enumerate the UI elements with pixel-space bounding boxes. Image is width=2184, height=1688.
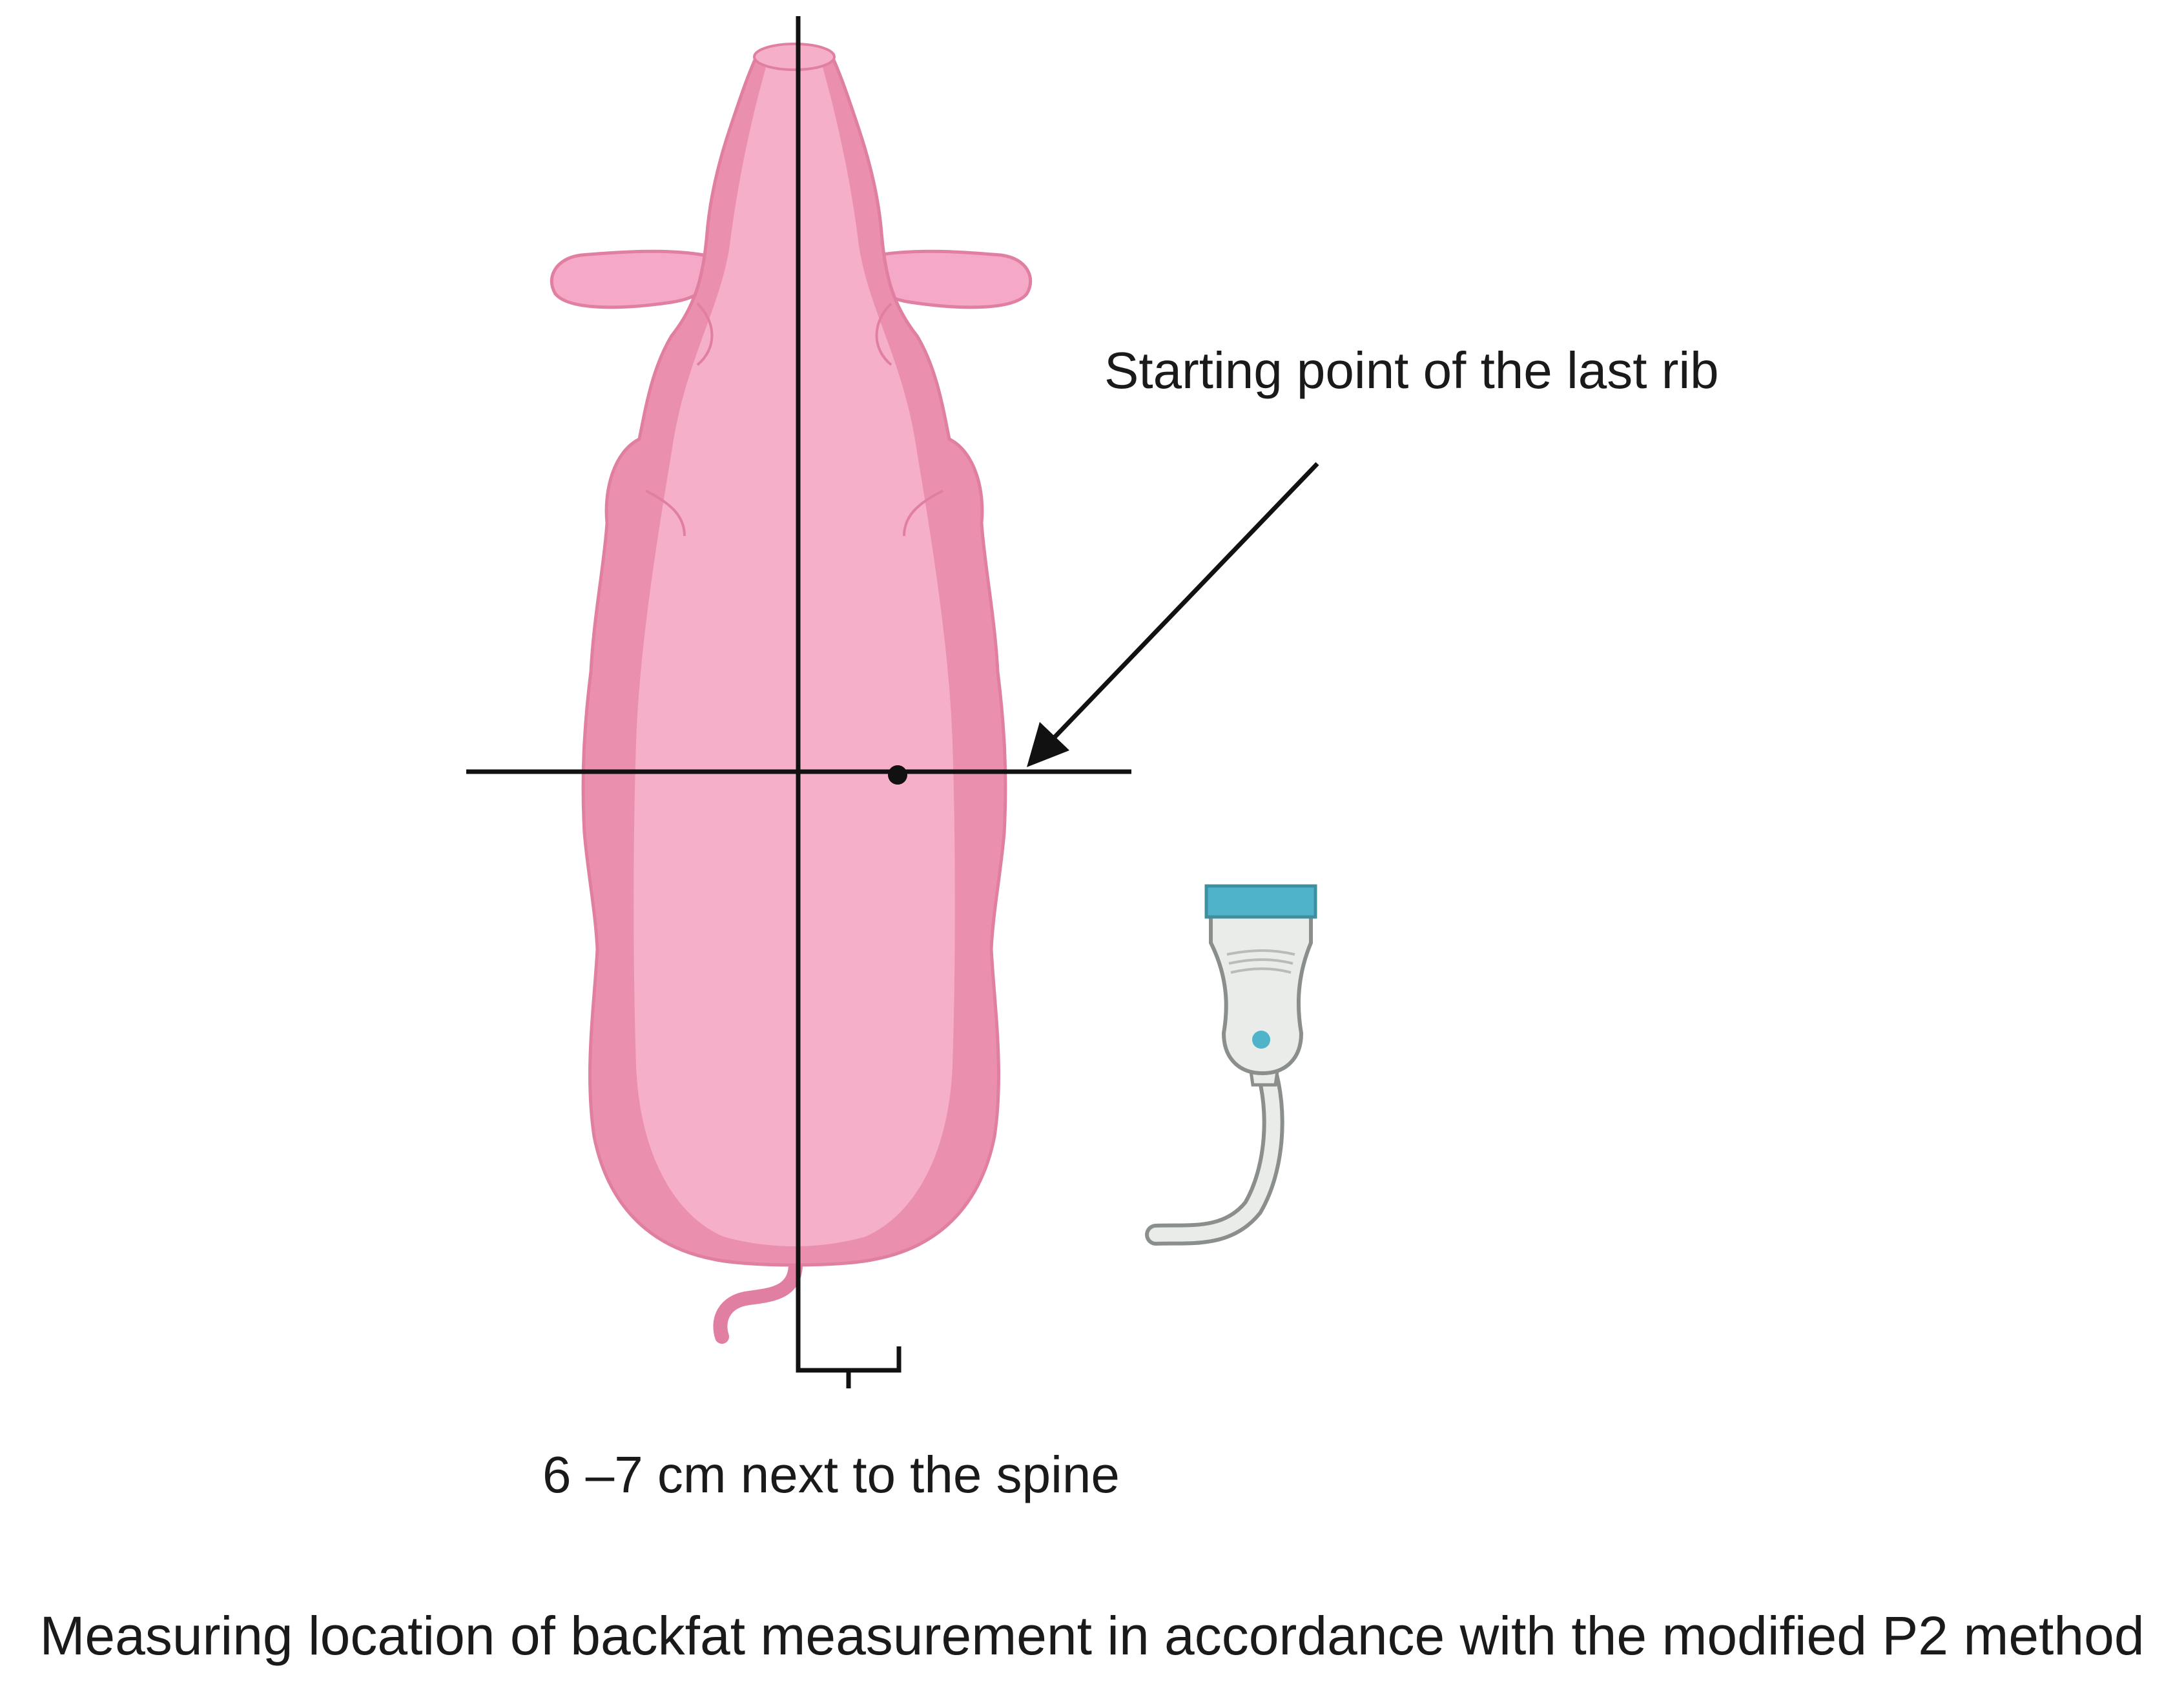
measurement-point: [888, 765, 907, 785]
ultrasound-probe-icon: [1145, 884, 1317, 1246]
figure-caption: Measuring location of backfat measuremen…: [39, 1605, 2145, 1666]
pig-top-view-icon: [550, 43, 1033, 1344]
arrow-icon: [1027, 462, 1319, 767]
last-rib-label: Starting point of the last rib: [1104, 342, 1719, 399]
distance-bracket: [796, 1346, 901, 1388]
distance-label: 6 –7 cm next to the spine: [542, 1446, 1120, 1503]
